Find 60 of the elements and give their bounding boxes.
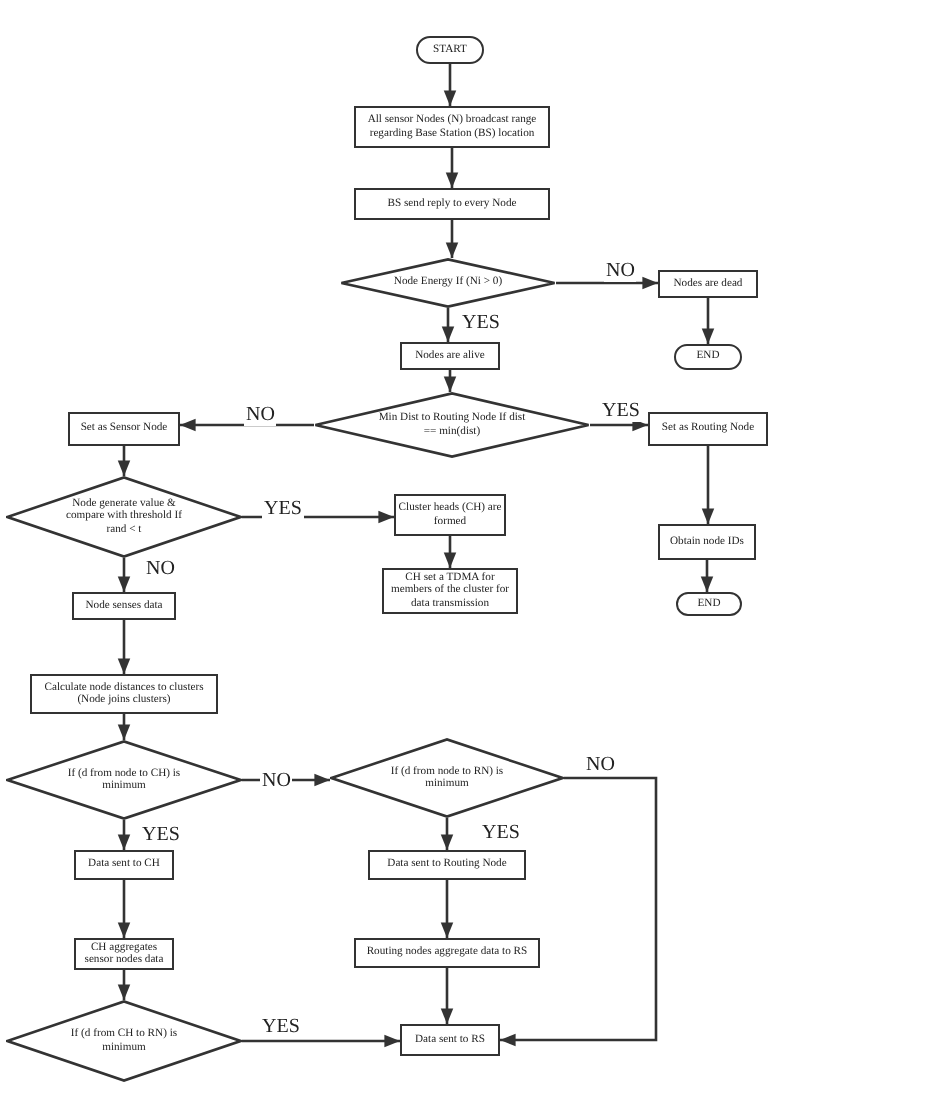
- edge-label: YES: [262, 500, 304, 520]
- arrow: [117, 446, 131, 476]
- process-box: [74, 938, 174, 970]
- arrow: [445, 220, 459, 258]
- decision-diamond: [6, 740, 242, 820]
- arrow: [700, 560, 714, 592]
- process-box: [354, 188, 550, 220]
- arrow: [443, 370, 457, 392]
- edge-label: NO: [244, 406, 277, 426]
- process-box: [72, 592, 176, 620]
- arrow: [701, 446, 715, 524]
- process-box: [658, 270, 758, 298]
- arrow: [556, 276, 658, 290]
- process-box: [400, 1024, 500, 1056]
- arrow: [701, 298, 715, 344]
- arrow: [445, 148, 459, 188]
- arrow: [443, 64, 457, 106]
- edge-label: YES: [460, 314, 502, 334]
- edge-label: NO: [604, 262, 637, 282]
- arrow: [443, 536, 457, 568]
- process-box: [658, 524, 756, 560]
- arrow: [440, 968, 454, 1024]
- process-box: [368, 850, 526, 880]
- process-box: [30, 674, 218, 714]
- arrow: [117, 970, 131, 1000]
- arrow: [440, 880, 454, 938]
- edge-label: NO: [260, 772, 293, 792]
- process-box: [354, 938, 540, 968]
- decision-diamond: [6, 1000, 242, 1082]
- process-box: [394, 494, 506, 536]
- terminal-box: [416, 36, 484, 64]
- decision-diamond: [6, 476, 242, 558]
- arrow: [117, 558, 131, 592]
- edge-label: YES: [480, 824, 522, 844]
- terminal-box: [676, 592, 742, 616]
- process-box: [400, 342, 500, 370]
- edge-label: NO: [144, 560, 177, 580]
- edge-label: YES: [600, 402, 642, 422]
- process-box: [354, 106, 550, 148]
- arrow: [117, 714, 131, 740]
- process-box: [648, 412, 768, 446]
- arrow: [441, 308, 455, 342]
- edge-label: YES: [260, 1018, 302, 1038]
- edge-label: NO: [584, 756, 617, 776]
- decision-diamond: [314, 392, 590, 458]
- process-box: [74, 850, 174, 880]
- decision-diamond: [330, 738, 564, 818]
- arrow: [500, 776, 658, 1047]
- arrow: [117, 620, 131, 674]
- arrow: [440, 818, 454, 850]
- edge-label: YES: [140, 826, 182, 846]
- arrow: [242, 1034, 400, 1048]
- arrow: [242, 510, 394, 524]
- process-box: [68, 412, 180, 446]
- arrow: [590, 418, 648, 432]
- arrow: [180, 418, 314, 432]
- arrow: [117, 880, 131, 938]
- arrow: [117, 820, 131, 850]
- decision-diamond: [340, 258, 556, 308]
- terminal-box: [674, 344, 742, 370]
